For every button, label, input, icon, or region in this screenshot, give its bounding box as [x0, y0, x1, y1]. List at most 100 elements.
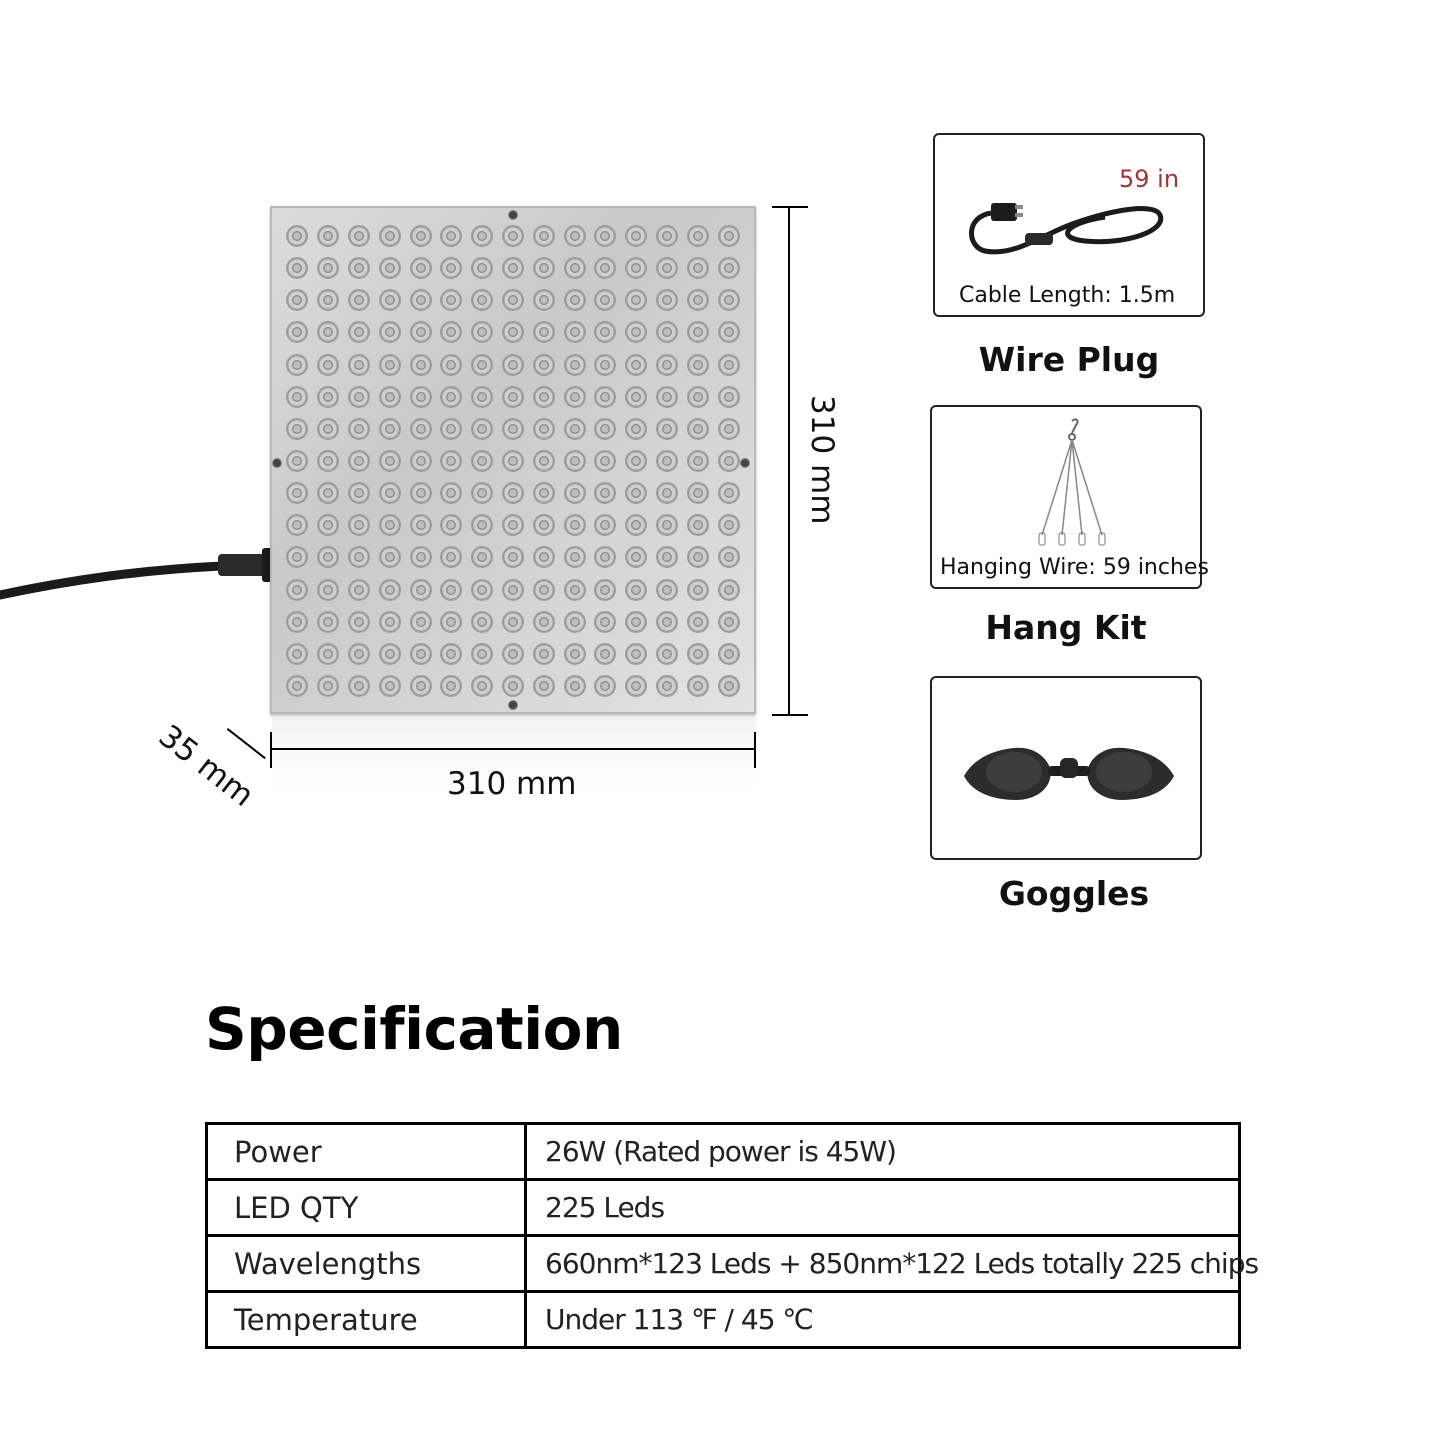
led-chip-icon	[625, 578, 648, 601]
led-chip-icon	[686, 578, 709, 601]
led-chip-icon	[532, 514, 555, 537]
table-row: Power 26W (Rated power is 45W)	[205, 1122, 1241, 1181]
led-chip-icon	[532, 674, 555, 697]
power-cable-icon	[969, 203, 1164, 255]
led-chip-icon	[563, 514, 586, 537]
led-chip-icon	[471, 225, 494, 248]
led-chip-icon	[440, 546, 463, 569]
led-chip-icon	[409, 353, 432, 376]
led-chip-icon	[594, 417, 617, 440]
led-chip-icon	[717, 385, 740, 408]
led-chip-icon	[594, 289, 617, 312]
led-chip-icon	[717, 642, 740, 665]
led-chip-icon	[717, 257, 740, 280]
led-chip-icon	[625, 546, 648, 569]
led-chip-icon	[655, 610, 678, 633]
led-chip-icon	[286, 449, 309, 472]
led-chip-icon	[532, 482, 555, 505]
led-chip-icon	[594, 578, 617, 601]
led-chip-icon	[409, 642, 432, 665]
led-chip-icon	[440, 353, 463, 376]
led-chip-icon	[471, 321, 494, 344]
led-chip-icon	[347, 225, 370, 248]
depth-label: 35 mm	[151, 718, 261, 814]
led-chip-icon	[625, 385, 648, 408]
led-chip-icon	[501, 610, 524, 633]
led-chip-icon	[594, 449, 617, 472]
led-chip-icon	[347, 321, 370, 344]
led-chip-icon	[317, 417, 340, 440]
led-chip-icon	[347, 449, 370, 472]
led-chip-icon	[317, 482, 340, 505]
led-chip-icon	[501, 257, 524, 280]
led-chip-icon	[532, 225, 555, 248]
led-chip-icon	[686, 225, 709, 248]
led-chip-icon	[317, 289, 340, 312]
led-chip-icon	[717, 578, 740, 601]
led-chip-icon	[625, 514, 648, 537]
led-chip-icon	[686, 289, 709, 312]
led-chip-icon	[594, 482, 617, 505]
led-chip-icon	[686, 321, 709, 344]
led-chip-icon	[594, 610, 617, 633]
led-chip-icon	[409, 321, 432, 344]
led-chip-icon	[409, 674, 432, 697]
led-chip-icon	[563, 321, 586, 344]
led-chip-icon	[440, 417, 463, 440]
led-chip-icon	[717, 289, 740, 312]
led-chip-icon	[440, 578, 463, 601]
led-chip-icon	[501, 385, 524, 408]
led-chip-icon	[625, 610, 648, 633]
led-chip-icon	[532, 289, 555, 312]
led-chip-icon	[717, 417, 740, 440]
led-chip-icon	[594, 674, 617, 697]
led-chip-icon	[286, 610, 309, 633]
led-chip-icon	[655, 225, 678, 248]
led-chip-icon	[347, 482, 370, 505]
led-chip-icon	[317, 578, 340, 601]
led-chip-icon	[594, 321, 617, 344]
screw-icon	[508, 210, 518, 220]
led-chip-icon	[440, 321, 463, 344]
led-chip-icon	[655, 417, 678, 440]
led-chip-icon	[655, 385, 678, 408]
led-chip-icon	[501, 353, 524, 376]
led-chip-icon	[563, 449, 586, 472]
led-chip-icon	[378, 385, 401, 408]
table-row: Wavelengths 660nm*123 Leds + 850nm*122 L…	[205, 1234, 1259, 1293]
goggles-icon	[964, 747, 1174, 800]
led-chip-icon	[563, 578, 586, 601]
led-chip-icon	[625, 449, 648, 472]
led-chip-icon	[686, 674, 709, 697]
led-chip-icon	[378, 257, 401, 280]
led-chip-icon	[563, 546, 586, 569]
led-chip-icon	[440, 225, 463, 248]
led-chip-icon	[409, 289, 432, 312]
led-chip-icon	[317, 385, 340, 408]
led-chip-icon	[717, 353, 740, 376]
led-chip-icon	[625, 289, 648, 312]
spec-key-temperature: Temperature	[205, 1290, 527, 1349]
led-chip-icon	[686, 385, 709, 408]
wire-plug-caption: Cable Length: 1.5m	[959, 283, 1176, 308]
led-chip-icon	[409, 385, 432, 408]
led-chip-icon	[409, 514, 432, 537]
led-chip-icon	[501, 289, 524, 312]
led-chip-icon	[655, 289, 678, 312]
led-chip-icon	[409, 257, 432, 280]
led-chip-icon	[317, 257, 340, 280]
led-chip-icon	[655, 578, 678, 601]
led-chip-icon	[625, 674, 648, 697]
led-chip-icon	[594, 225, 617, 248]
led-chip-icon	[317, 353, 340, 376]
led-chip-icon	[655, 674, 678, 697]
led-chip-icon	[347, 578, 370, 601]
led-chip-icon	[563, 225, 586, 248]
led-chip-icon	[686, 546, 709, 569]
led-chip-icon	[532, 353, 555, 376]
led-chip-icon	[532, 610, 555, 633]
led-chip-icon	[686, 353, 709, 376]
led-chip-icon	[655, 321, 678, 344]
led-chip-icon	[655, 257, 678, 280]
led-chip-icon	[471, 546, 494, 569]
